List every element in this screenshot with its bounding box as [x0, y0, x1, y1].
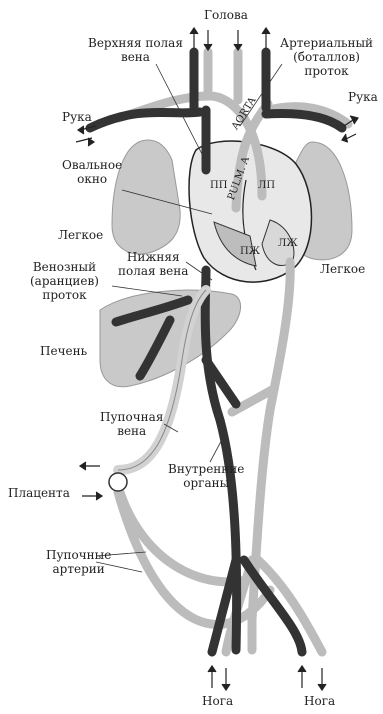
- label-lung-left: Легкое: [58, 228, 103, 242]
- label-umbilical-arteries: Пупочные артерии: [46, 548, 111, 576]
- label-viscera: Внутренние органы: [168, 462, 244, 490]
- label-arm-left: Рука: [62, 110, 92, 124]
- label-placenta: Плацента: [8, 486, 70, 500]
- label-superior-vena-cava: Верхняя полая вена: [88, 36, 183, 64]
- label-arm-right: Рука: [348, 90, 378, 104]
- label-left-ventricle: ЛЖ: [278, 238, 298, 249]
- label-right-atrium: ПП: [210, 180, 227, 191]
- label-ductus-venosus: Венозный (аранциев) проток: [30, 260, 99, 302]
- label-leg-right: Нога: [304, 694, 335, 708]
- label-inferior-vena-cava: Нижняя полая вена: [118, 250, 188, 278]
- label-right-ventricle: ПЖ: [240, 246, 260, 257]
- label-head: Голова: [204, 8, 248, 22]
- vein-from-left-arm: [90, 112, 200, 128]
- placenta-stub: [109, 473, 127, 491]
- label-liver: Печень: [40, 344, 87, 358]
- iliac-right: [258, 560, 322, 652]
- umbilical-artery-1: [118, 486, 246, 582]
- label-left-atrium: ЛП: [258, 180, 275, 191]
- label-ductus-arteriosus: Артериальный (боталлов) проток: [280, 36, 373, 78]
- label-foramen-ovale: Овальное окно: [62, 158, 122, 186]
- label-lung-right: Легкое: [320, 262, 365, 276]
- label-leg-left: Нога: [202, 694, 233, 708]
- label-umbilical-vein: Пупочная вена: [100, 410, 163, 438]
